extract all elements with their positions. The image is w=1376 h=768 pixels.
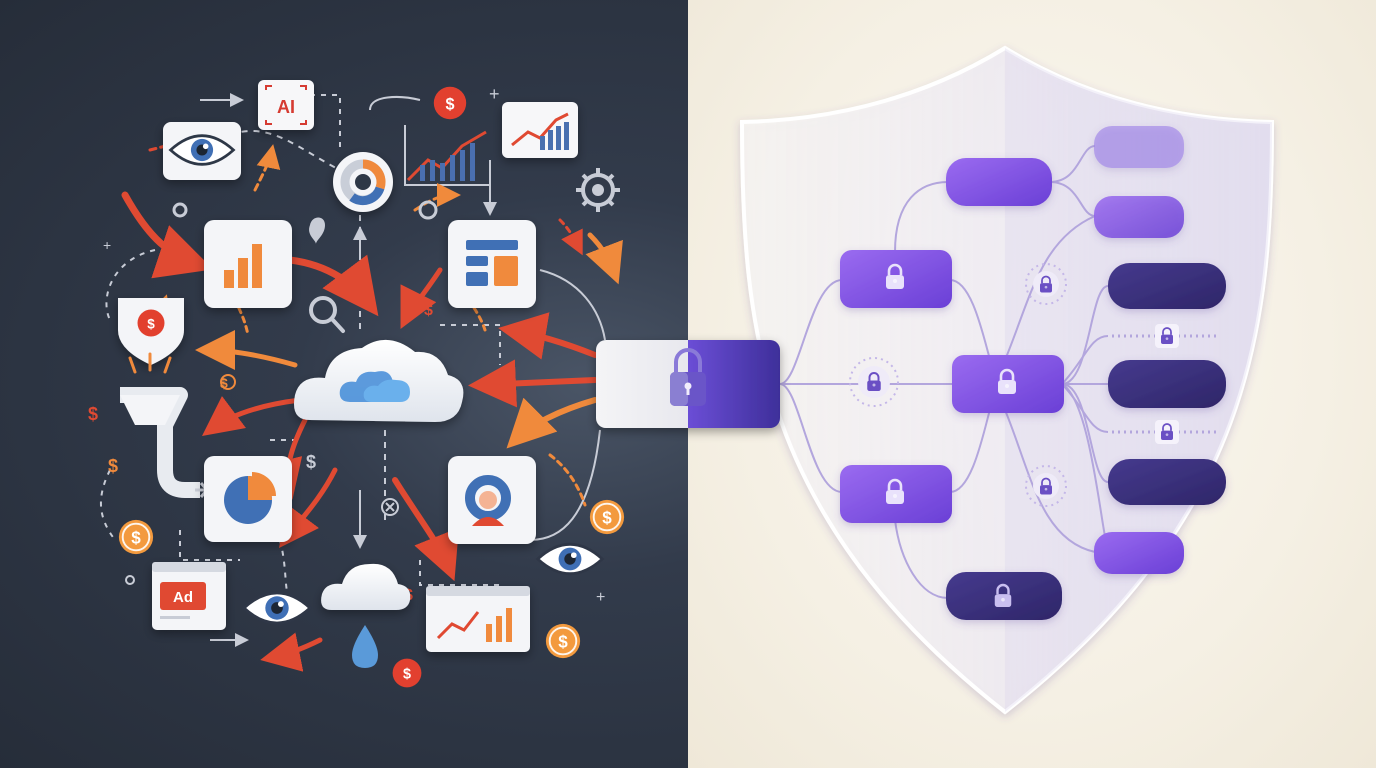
cloud-icon [321,563,411,610]
trend-chart-icon [502,102,578,158]
eye-icon [536,542,604,576]
bar-chart-icon [204,220,292,308]
secure-node [1094,196,1184,238]
padlock-icon [1155,420,1179,444]
padlock-icon [1155,324,1179,348]
trend-chart-icon [426,586,530,652]
dollar-coin-icon [392,658,422,688]
ad-browser-icon: Ad [152,562,226,630]
padlock-icon [1025,263,1067,305]
user-profile-icon [448,456,536,544]
secure-node [1108,360,1226,408]
gear-icon [576,168,620,212]
dollar-glyph: $ [88,404,98,424]
secure-node [1108,263,1226,309]
padlock-icon [670,348,706,406]
water-drop-icon [352,625,378,668]
ad-label: Ad [173,589,193,606]
secure-node-locked [840,465,952,523]
close-icon [381,498,399,516]
privacy-gateway [596,340,780,428]
line-chart-icon [406,130,487,182]
secure-node-locked [952,355,1064,413]
cloud-icon [294,339,464,422]
node-dot [172,202,188,218]
secure-node [1108,459,1226,505]
dollar-glyph: $ [424,302,433,319]
shield-dollar-icon [118,298,184,365]
dollar-glyph: $ [108,456,118,476]
eye-icon [242,591,312,625]
secure-node [946,158,1052,206]
secure-node [1094,126,1184,168]
plus-glyph: + [596,589,605,606]
plus-glyph: + [489,84,500,104]
eye-icon [163,122,241,180]
dollar-coin-icon [117,518,155,556]
dollar-coin-icon [433,86,467,120]
dollar-coin-icon [544,622,582,660]
secure-node [1094,532,1184,574]
dollar-ring [220,374,236,390]
magnifier-icon [309,296,345,333]
dollar-glyph: $ [306,452,316,472]
donut-chart-icon [333,152,393,212]
secure-node-locked [946,572,1062,620]
padlock-icon [849,357,899,407]
node-dot [418,200,438,220]
node-dot [125,575,135,585]
ai-badge-icon: AI [258,80,314,130]
pie-chart-icon [204,456,292,542]
dollar-coin-icon [588,498,626,536]
padlock-icon [1025,465,1067,507]
secure-node-locked [840,250,952,308]
funnel-icon [120,352,211,498]
plus-glyph: + [103,237,111,253]
dashboard-icon [448,220,536,308]
dollar-glyph: $ [220,375,228,391]
pin-icon [309,217,325,244]
ai-badge-text: AI [277,97,295,117]
